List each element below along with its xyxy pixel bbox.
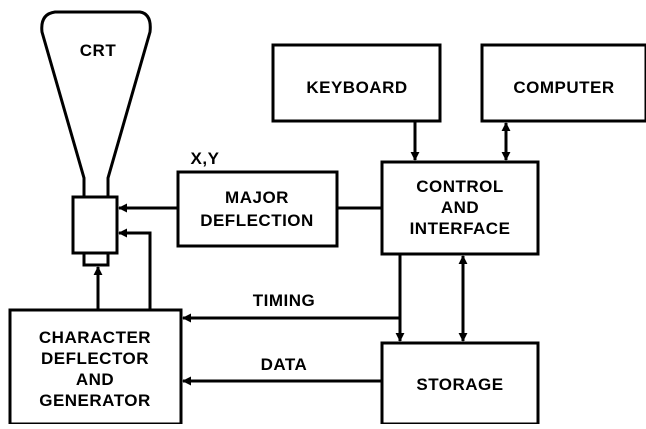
- control-line-1: CONTROL: [416, 177, 504, 196]
- computer-box: [480, 43, 646, 123]
- computer-node: COMPUTER: [480, 43, 646, 123]
- computer-label: COMPUTER: [513, 78, 614, 97]
- major-deflection-node: MAJOR DEFLECTION: [176, 170, 339, 248]
- keyboard-node: KEYBOARD: [271, 43, 442, 123]
- character-generator-node: CHARACTER DEFLECTOR AND GENERATOR: [8, 308, 183, 426]
- major-deflection-line-1: MAJOR: [225, 188, 289, 207]
- chargen-line-2: DEFLECTOR: [41, 349, 149, 368]
- control-interface-node: CONTROL AND INTERFACE: [380, 160, 540, 256]
- storage-label: STORAGE: [416, 375, 503, 394]
- chargen-line-1: CHARACTER: [39, 328, 151, 347]
- crt-tube: CRT: [40, 10, 152, 267]
- chargen-line-3: AND: [76, 370, 114, 389]
- keyboard-box: [271, 43, 442, 123]
- connections: [93, 121, 511, 386]
- crt-label: CRT: [80, 41, 117, 60]
- chargen-line-4: GENERATOR: [39, 391, 151, 410]
- data-label: DATA: [261, 355, 308, 374]
- keyboard-label: KEYBOARD: [306, 78, 407, 97]
- major-deflection-box: [176, 170, 339, 248]
- deflection-yoke: [71, 195, 119, 255]
- timing-label: TIMING: [253, 291, 316, 310]
- major-deflection-line-2: DEFLECTION: [200, 211, 314, 230]
- control-line-3: INTERFACE: [410, 219, 511, 238]
- crt-outline: [40, 10, 152, 199]
- xy-label: X,Y: [191, 149, 220, 168]
- yoke-base: [82, 251, 110, 267]
- arrow-generator-to-yoke-side: [118, 228, 152, 310]
- storage-node: STORAGE: [380, 341, 540, 426]
- control-line-2: AND: [441, 198, 479, 217]
